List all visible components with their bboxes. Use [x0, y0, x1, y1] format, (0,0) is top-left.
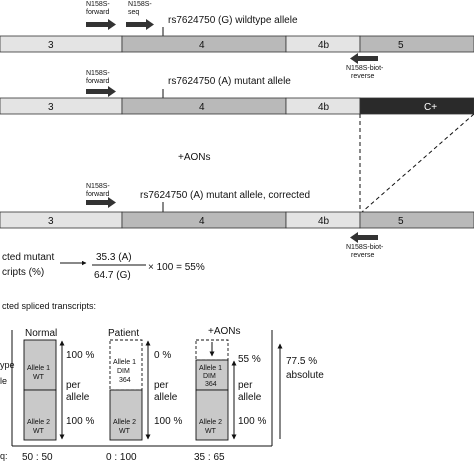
patient-allele2-bar [109, 389, 143, 441]
reverse-primer-label: N158S-biot- [346, 244, 384, 251]
patient-pct-bottom: 100 % [154, 416, 182, 427]
c-plus-label: C+ [424, 102, 437, 113]
exon-3 [0, 97, 123, 115]
formula-result: × 100 = 55% [148, 262, 205, 273]
patient-allele1-num: 364 [119, 377, 131, 384]
aons-allele: allele [238, 392, 262, 403]
primer-forward-label: N158S- [86, 70, 110, 77]
normal-allele2-type: WT [33, 428, 45, 435]
exon-4-label: 4 [199, 102, 205, 113]
left-label-le: le [0, 376, 7, 386]
left-label-ype: ype [0, 360, 15, 370]
patient-allele2-type: WT [119, 428, 131, 435]
aons-pct-top: 55 % [238, 354, 261, 365]
exon-5 [359, 211, 474, 229]
formula-left-top: cted mutant [2, 252, 54, 263]
aons-allele1-dim: DIM [203, 373, 216, 380]
exon-3 [0, 211, 123, 229]
patient-allele: allele [154, 392, 178, 403]
seq-primer-arrow [126, 19, 154, 30]
aons-allele1-bar [195, 359, 229, 391]
primer-forward-label: N158S- [86, 183, 110, 190]
formula-numerator: 35.3 (A) [96, 252, 132, 263]
group-title-patient: Patient [108, 328, 139, 339]
forward-primer-arrow [86, 197, 116, 208]
primer-forward-label-2: forward [86, 78, 109, 85]
patient-allele2-label: Allele 2 [113, 419, 136, 426]
absolute-pct: 77.5 % [286, 356, 317, 367]
normal-allele1-type: WT [33, 374, 45, 381]
row1-title: rs7624750 (G) wildtype allele [168, 15, 298, 26]
normal-pct-bottom: 100 % [66, 416, 94, 427]
patient-allele1-label: Allele 1 [113, 359, 136, 366]
exon-4b-label: 4b [318, 40, 330, 51]
aons-allele2-label: Allele 2 [199, 419, 222, 426]
reverse-primer-arrow [350, 53, 378, 64]
exon-3-label: 3 [48, 102, 54, 113]
primer-seq-label-2: seq [128, 9, 139, 16]
patient-ratio: 0 : 100 [106, 452, 137, 463]
aons-label: +AONs [178, 152, 211, 163]
normal-ratio: 50 : 50 [22, 452, 53, 463]
aons-allele1-num: 364 [205, 381, 217, 388]
exon-5-label: 5 [398, 40, 404, 51]
allele-schematic: ype le q: Normal Allele 1 WT Allele 2 WT… [0, 326, 324, 463]
normal-allele1-label: Allele 1 [27, 365, 50, 372]
aons-ratio: 35 : 65 [194, 452, 225, 463]
cryptic-exon-c-plus [359, 97, 474, 115]
row-corrected: N158S- forward rs7624750 (A) mutant alle… [0, 183, 474, 259]
patient-allele1-dim: DIM [117, 368, 130, 375]
aons-allele2-type: WT [205, 428, 217, 435]
row3-title: rs7624750 (A) mutant allele, corrected [140, 190, 310, 201]
exon-4-label: 4 [199, 40, 205, 51]
primer-forward-label-2: forward [86, 191, 109, 198]
reverse-primer-arrow [350, 232, 378, 243]
row-mutant: N158S- forward rs7624750 (A) mutant alle… [0, 70, 474, 214]
normal-pct-top: 100 % [66, 350, 94, 361]
aons-allele2-bar [195, 389, 229, 441]
aons-per: per [238, 380, 253, 391]
normal-allele1-bar [23, 339, 57, 391]
patient-per: per [154, 380, 169, 391]
row2-title: rs7624750 (A) mutant allele [168, 76, 291, 87]
forward-primer-arrow [86, 86, 116, 97]
exon-4b-label: 4b [318, 216, 330, 227]
spliced-transcripts-label: cted spliced transcripts: [2, 301, 96, 311]
patient-pct-top: 0 % [154, 350, 171, 361]
exon-4-label: 4 [199, 216, 205, 227]
patient-allele1-bar [109, 339, 143, 391]
aons-pct-bottom: 100 % [238, 416, 266, 427]
normal-per: per [66, 380, 81, 391]
formula-left-bottom: cripts (%) [2, 267, 44, 278]
formula: cted mutant cripts (%) 35.3 (A) 64.7 (G)… [2, 252, 205, 281]
group-title-aons: +AONs [208, 326, 241, 337]
reverse-primer-label: N158S-biot- [346, 65, 384, 72]
normal-allele2-bar [23, 389, 57, 441]
exon-5 [359, 35, 474, 53]
primer-forward-label: N158S- [86, 1, 110, 8]
exon-3 [0, 35, 123, 53]
absolute-label: absolute [286, 370, 324, 381]
normal-allele2-label: Allele 2 [27, 419, 50, 426]
reverse-primer-label-2: reverse [351, 252, 374, 259]
exon-3-label: 3 [48, 216, 54, 227]
exon-3-label: 3 [48, 40, 54, 51]
forward-primer-arrow [86, 19, 116, 30]
row-wildtype: N158S- forward N158S- seq rs7624750 (G) … [0, 1, 474, 80]
primer-seq-label: N158S- [128, 1, 152, 8]
aons-allele1-label: Allele 1 [199, 365, 222, 372]
left-label-q: q: [0, 451, 8, 461]
primer-forward-label-2: forward [86, 9, 109, 16]
group-title-normal: Normal [25, 328, 57, 339]
normal-allele: allele [66, 392, 90, 403]
reverse-primer-label-2: reverse [351, 73, 374, 80]
exon-4b-label: 4b [318, 102, 330, 113]
dashed-guide-diagonal [361, 113, 474, 213]
formula-denominator: 64.7 (G) [94, 270, 131, 281]
exon-5-label: 5 [398, 216, 404, 227]
